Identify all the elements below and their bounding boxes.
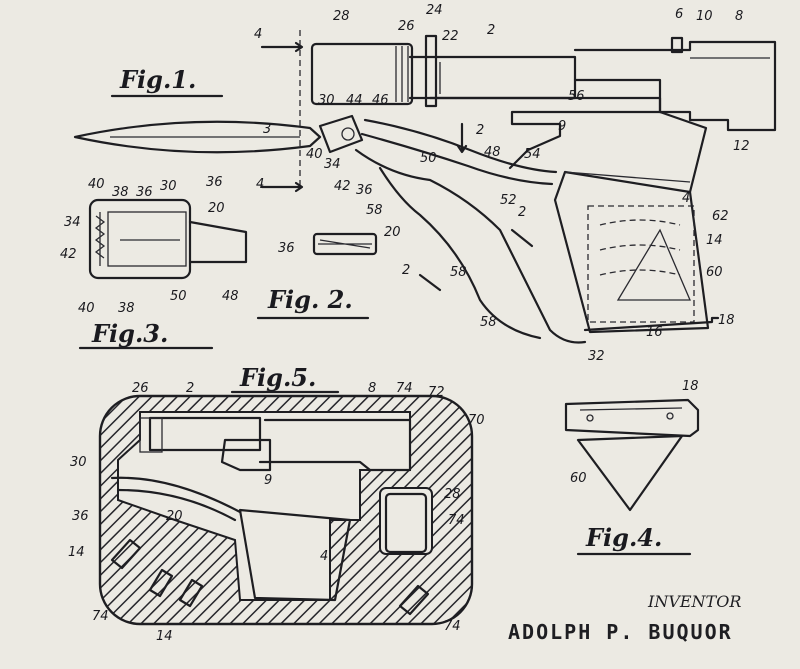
inventor-label: INVENTOR — [648, 592, 742, 611]
ref-48-f3: 48 — [222, 289, 239, 304]
ref-36-b: 36 — [356, 183, 373, 198]
ref-22: 22 — [442, 29, 459, 44]
ref-18-f4: 18 — [682, 379, 699, 394]
ref-20-f2: 20 — [384, 225, 401, 240]
ref-50-f3: 50 — [170, 289, 187, 304]
ref-36: 36 — [206, 175, 223, 190]
ref-36-f3: 36 — [136, 185, 153, 200]
ref-58-b: 58 — [450, 265, 467, 280]
ref-40-f3: 40 — [88, 177, 105, 192]
ref-48: 48 — [484, 145, 501, 160]
ref-40-f3-b: 40 — [78, 301, 95, 316]
ref-34: 34 — [324, 157, 341, 172]
ref-14-f5: 14 — [68, 545, 85, 560]
ref-74-f5-b: 74 — [448, 513, 465, 528]
ref-44: 44 — [346, 93, 363, 108]
ref-8: 8 — [735, 9, 743, 24]
fig2-label: Fig. 2. — [267, 285, 353, 314]
ref-36-f2: 36 — [278, 241, 295, 256]
ref-58: 58 — [366, 203, 383, 218]
ref-4-f5: 4 — [320, 549, 328, 564]
ref-42-f3: 42 — [60, 247, 77, 262]
inventor-name: ADOLPH P. BUQUOR — [508, 620, 733, 644]
ref-46: 46 — [372, 93, 389, 108]
ref-42: 42 — [334, 179, 351, 194]
ref-2-f5: 2 — [186, 381, 194, 396]
ref-58-c: 58 — [480, 315, 497, 330]
ref-70: 70 — [468, 413, 485, 428]
ref-54: 54 — [524, 147, 541, 162]
ref-62: 62 — [712, 209, 729, 224]
ref-40: 40 — [306, 147, 323, 162]
ref-16: 16 — [646, 325, 663, 340]
ref-72: 72 — [428, 385, 445, 400]
ref-34-f3: 34 — [64, 215, 81, 230]
ref-9-f5: 9 — [264, 473, 272, 488]
ref-60-f4: 60 — [570, 471, 587, 486]
ref-36-f5: 36 — [72, 509, 89, 524]
fig3-drawing — [78, 198, 248, 350]
ref-30-f3: 30 — [160, 179, 177, 194]
ref-26-f5: 26 — [132, 381, 149, 396]
fig1-drawing — [73, 30, 777, 344]
ref-4-grip: 4 — [682, 191, 690, 206]
ref-56: 56 — [568, 89, 585, 104]
ref-18: 18 — [718, 313, 735, 328]
ref-4-section-top: 4 — [254, 27, 262, 42]
ref-50: 50 — [420, 151, 437, 166]
ref-20-f5: 20 — [166, 509, 183, 524]
ref-38-f3-b: 38 — [118, 301, 135, 316]
fig2-drawing — [256, 232, 378, 320]
fig4-label: Fig.4. — [585, 523, 662, 552]
ref-20-f3: 20 — [208, 201, 225, 216]
ref-8-f5: 8 — [368, 381, 376, 396]
ref-2-arrow-b: 2 — [402, 263, 410, 278]
fig3-label: Fig.3. — [91, 319, 168, 348]
fig4-drawing — [564, 398, 700, 556]
ref-38-f3: 38 — [112, 185, 129, 200]
ref-2-section: 2 — [476, 123, 484, 138]
ref-74-f5-c: 74 — [92, 609, 109, 624]
ref-14: 14 — [706, 233, 723, 248]
ref-32: 32 — [588, 349, 605, 364]
ref-52: 52 — [500, 193, 517, 208]
ref-2: 2 — [487, 23, 495, 38]
ref-2-arrow: 2 — [518, 205, 526, 220]
ref-10: 10 — [696, 9, 713, 24]
ref-3-section: 3 — [263, 122, 271, 137]
ref-74-f5-d: 74 — [444, 619, 461, 634]
ref-24: 24 — [426, 3, 443, 18]
ref-4-section-bottom: 4 — [256, 177, 264, 192]
ref-28: 28 — [333, 9, 350, 24]
ref-9: 9 — [558, 119, 566, 134]
ref-74-f5: 74 — [396, 381, 413, 396]
ref-28-f5: 28 — [444, 487, 461, 502]
fig5-drawing — [98, 390, 474, 626]
ref-60: 60 — [706, 265, 723, 280]
ref-14-f5-b: 14 — [156, 629, 173, 644]
ref-30: 30 — [318, 93, 335, 108]
fig1-label: Fig.1. — [119, 65, 196, 94]
ref-30-f5: 30 — [70, 455, 87, 470]
fig5-label: Fig.5. — [239, 363, 316, 392]
ref-26: 26 — [398, 19, 415, 34]
ref-6: 6 — [675, 7, 683, 22]
ref-12: 12 — [733, 139, 750, 154]
